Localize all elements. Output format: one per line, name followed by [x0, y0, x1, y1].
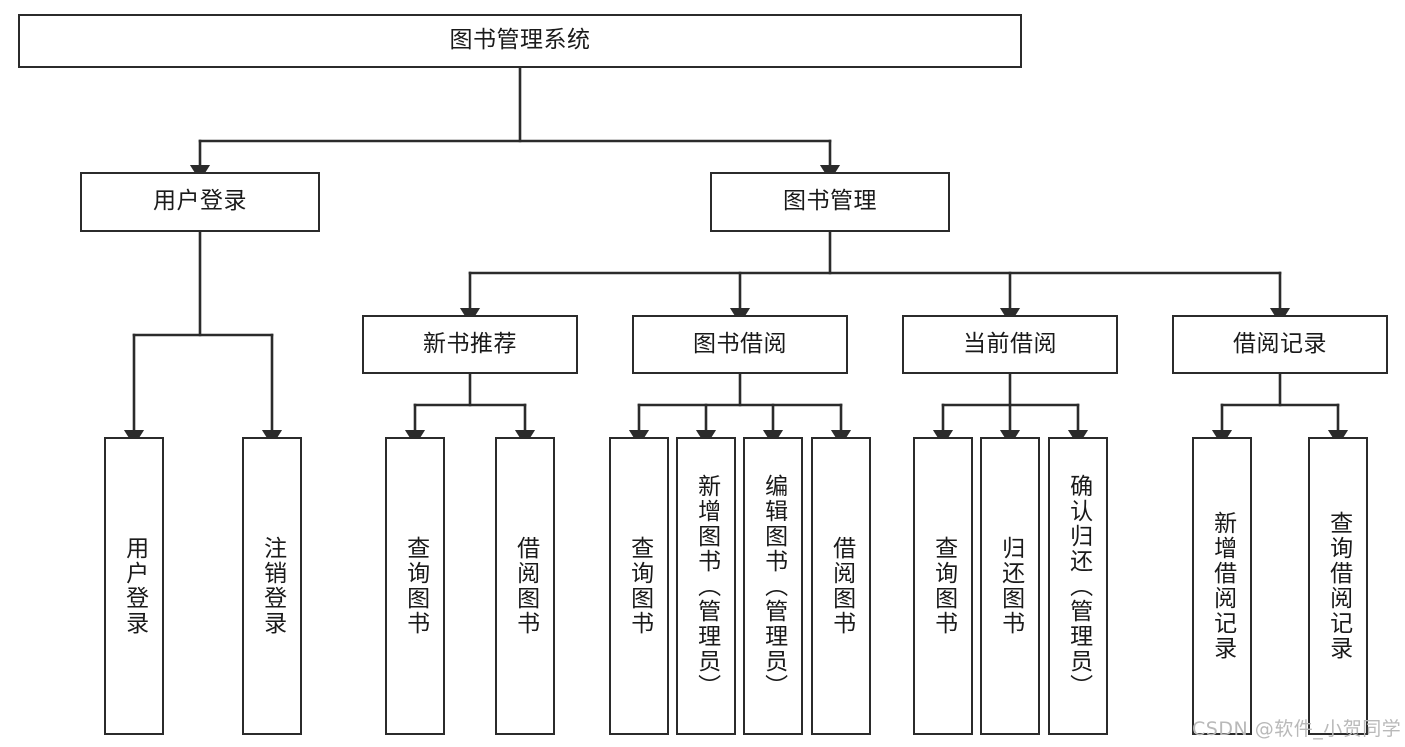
leaf-add-book[interactable]: 新增图书（管理员）	[676, 437, 736, 735]
leaf-query-book-3-label: 查询图书	[930, 536, 957, 636]
leaf-add-book-label: 新增图书（管理员）	[693, 473, 720, 699]
leaf-add-record-label: 新增借阅记录	[1209, 511, 1236, 661]
node-borrow-record[interactable]: 借阅记录	[1172, 315, 1388, 374]
node-borrow-record-label: 借阅记录	[1233, 330, 1327, 357]
node-book-manage-label: 图书管理	[783, 188, 877, 215]
leaf-query-book-2[interactable]: 查询图书	[609, 437, 669, 735]
leaf-edit-book-label: 编辑图书（管理员）	[760, 473, 787, 699]
leaf-logout-label: 注销登录	[259, 536, 286, 636]
leaf-query-book-3[interactable]: 查询图书	[913, 437, 973, 735]
leaf-confirm-return-label: 确认归还（管理员）	[1065, 473, 1092, 699]
leaf-confirm-return[interactable]: 确认归还（管理员）	[1048, 437, 1108, 735]
leaf-user-login-label: 用户登录	[121, 536, 148, 636]
leaf-borrow-book-1[interactable]: 借阅图书	[495, 437, 555, 735]
leaf-user-login[interactable]: 用户登录	[104, 437, 164, 735]
node-new-book-recommend[interactable]: 新书推荐	[362, 315, 578, 374]
leaf-edit-book[interactable]: 编辑图书（管理员）	[743, 437, 803, 735]
node-book-manage[interactable]: 图书管理	[710, 172, 950, 232]
node-user-login[interactable]: 用户登录	[80, 172, 320, 232]
leaf-return-book[interactable]: 归还图书	[980, 437, 1040, 735]
node-book-borrow[interactable]: 图书借阅	[632, 315, 848, 374]
leaf-add-record[interactable]: 新增借阅记录	[1192, 437, 1252, 735]
leaf-query-book-1-label: 查询图书	[402, 536, 429, 636]
node-new-book-recommend-label: 新书推荐	[423, 330, 517, 357]
leaf-borrow-book-1-label: 借阅图书	[512, 536, 539, 636]
leaf-return-book-label: 归还图书	[997, 536, 1024, 636]
leaf-query-book-1[interactable]: 查询图书	[385, 437, 445, 735]
leaf-logout[interactable]: 注销登录	[242, 437, 302, 735]
node-current-borrow-label: 当前借阅	[963, 330, 1057, 357]
node-book-borrow-label: 图书借阅	[693, 330, 787, 357]
node-root[interactable]: 图书管理系统	[18, 14, 1022, 68]
node-root-label: 图书管理系统	[449, 27, 591, 54]
leaf-borrow-book-2[interactable]: 借阅图书	[811, 437, 871, 735]
node-user-login-label: 用户登录	[153, 188, 247, 215]
leaf-query-record[interactable]: 查询借阅记录	[1308, 437, 1368, 735]
node-current-borrow[interactable]: 当前借阅	[902, 315, 1118, 374]
leaf-query-book-2-label: 查询图书	[626, 536, 653, 636]
leaf-query-record-label: 查询借阅记录	[1325, 511, 1352, 661]
leaf-borrow-book-2-label: 借阅图书	[828, 536, 855, 636]
